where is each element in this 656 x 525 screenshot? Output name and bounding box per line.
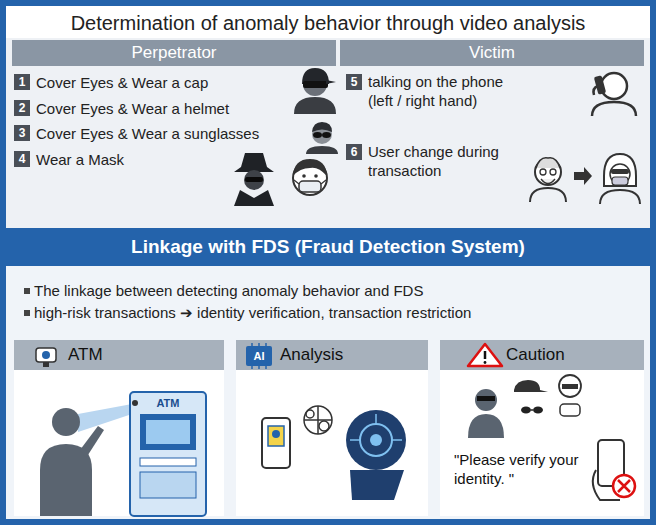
item-text: Cover Eyes & Wear a helmet xyxy=(36,99,286,118)
card-box: ATM xyxy=(14,340,224,516)
node-title: Perpetrator xyxy=(12,40,336,66)
node-title: 3 xyxy=(14,125,30,141)
node-title: 2 xyxy=(14,100,30,116)
node-text: high-risk transactions ➔ identity verifi… xyxy=(34,304,634,322)
header-bar: Victim xyxy=(340,40,644,66)
header-bar: Perpetrator xyxy=(12,40,336,66)
card-box: Analysis xyxy=(236,340,428,516)
node-title: 5 xyxy=(346,74,362,90)
node-text: "Please verify your identity. " xyxy=(454,450,594,488)
callout-number: 4 xyxy=(14,151,30,167)
section-panel: The linkage between detecting anomaly be… xyxy=(6,266,650,519)
item-text: Cover Eyes & Wear a sunglasses xyxy=(36,124,286,143)
ai-analysis-illustration xyxy=(236,340,428,516)
node-title: 6 xyxy=(346,144,362,160)
callout-number: 1 xyxy=(14,74,30,90)
node-title: ATM xyxy=(68,340,218,370)
caution-illustration xyxy=(440,340,644,516)
callout-number: 5 xyxy=(346,74,362,90)
node-title: 1 xyxy=(14,74,30,90)
item-text: talking on the phone (left / right hand) xyxy=(368,72,528,110)
card-box: Caution "Please verify your identity. " xyxy=(440,340,644,516)
item-text: Cover Eyes & Wear a cap xyxy=(36,73,286,92)
callout-number: 6 xyxy=(346,144,362,160)
callout-number: 2 xyxy=(14,100,30,116)
item-text: User change during transaction xyxy=(368,142,518,180)
node-title: The linkage between detecting anomaly be… xyxy=(34,282,634,300)
node-title: Linkage with FDS (Fraud Detection System… xyxy=(6,228,650,266)
atm-illustration xyxy=(14,340,224,516)
node-title: Analysis xyxy=(280,340,420,370)
node-title: Determination of anomaly behavior throug… xyxy=(6,11,650,35)
node-title: 4 xyxy=(14,151,30,167)
icon-label: AI xyxy=(246,349,272,363)
item-text: Wear a Mask xyxy=(36,150,216,169)
section-band: Linkage with FDS (Fraud Detection System… xyxy=(6,228,650,266)
node-title: Caution xyxy=(506,340,636,370)
callout-number: 3 xyxy=(14,125,30,141)
node-title: Victim xyxy=(340,40,644,66)
icon-label: ATM xyxy=(146,396,190,410)
